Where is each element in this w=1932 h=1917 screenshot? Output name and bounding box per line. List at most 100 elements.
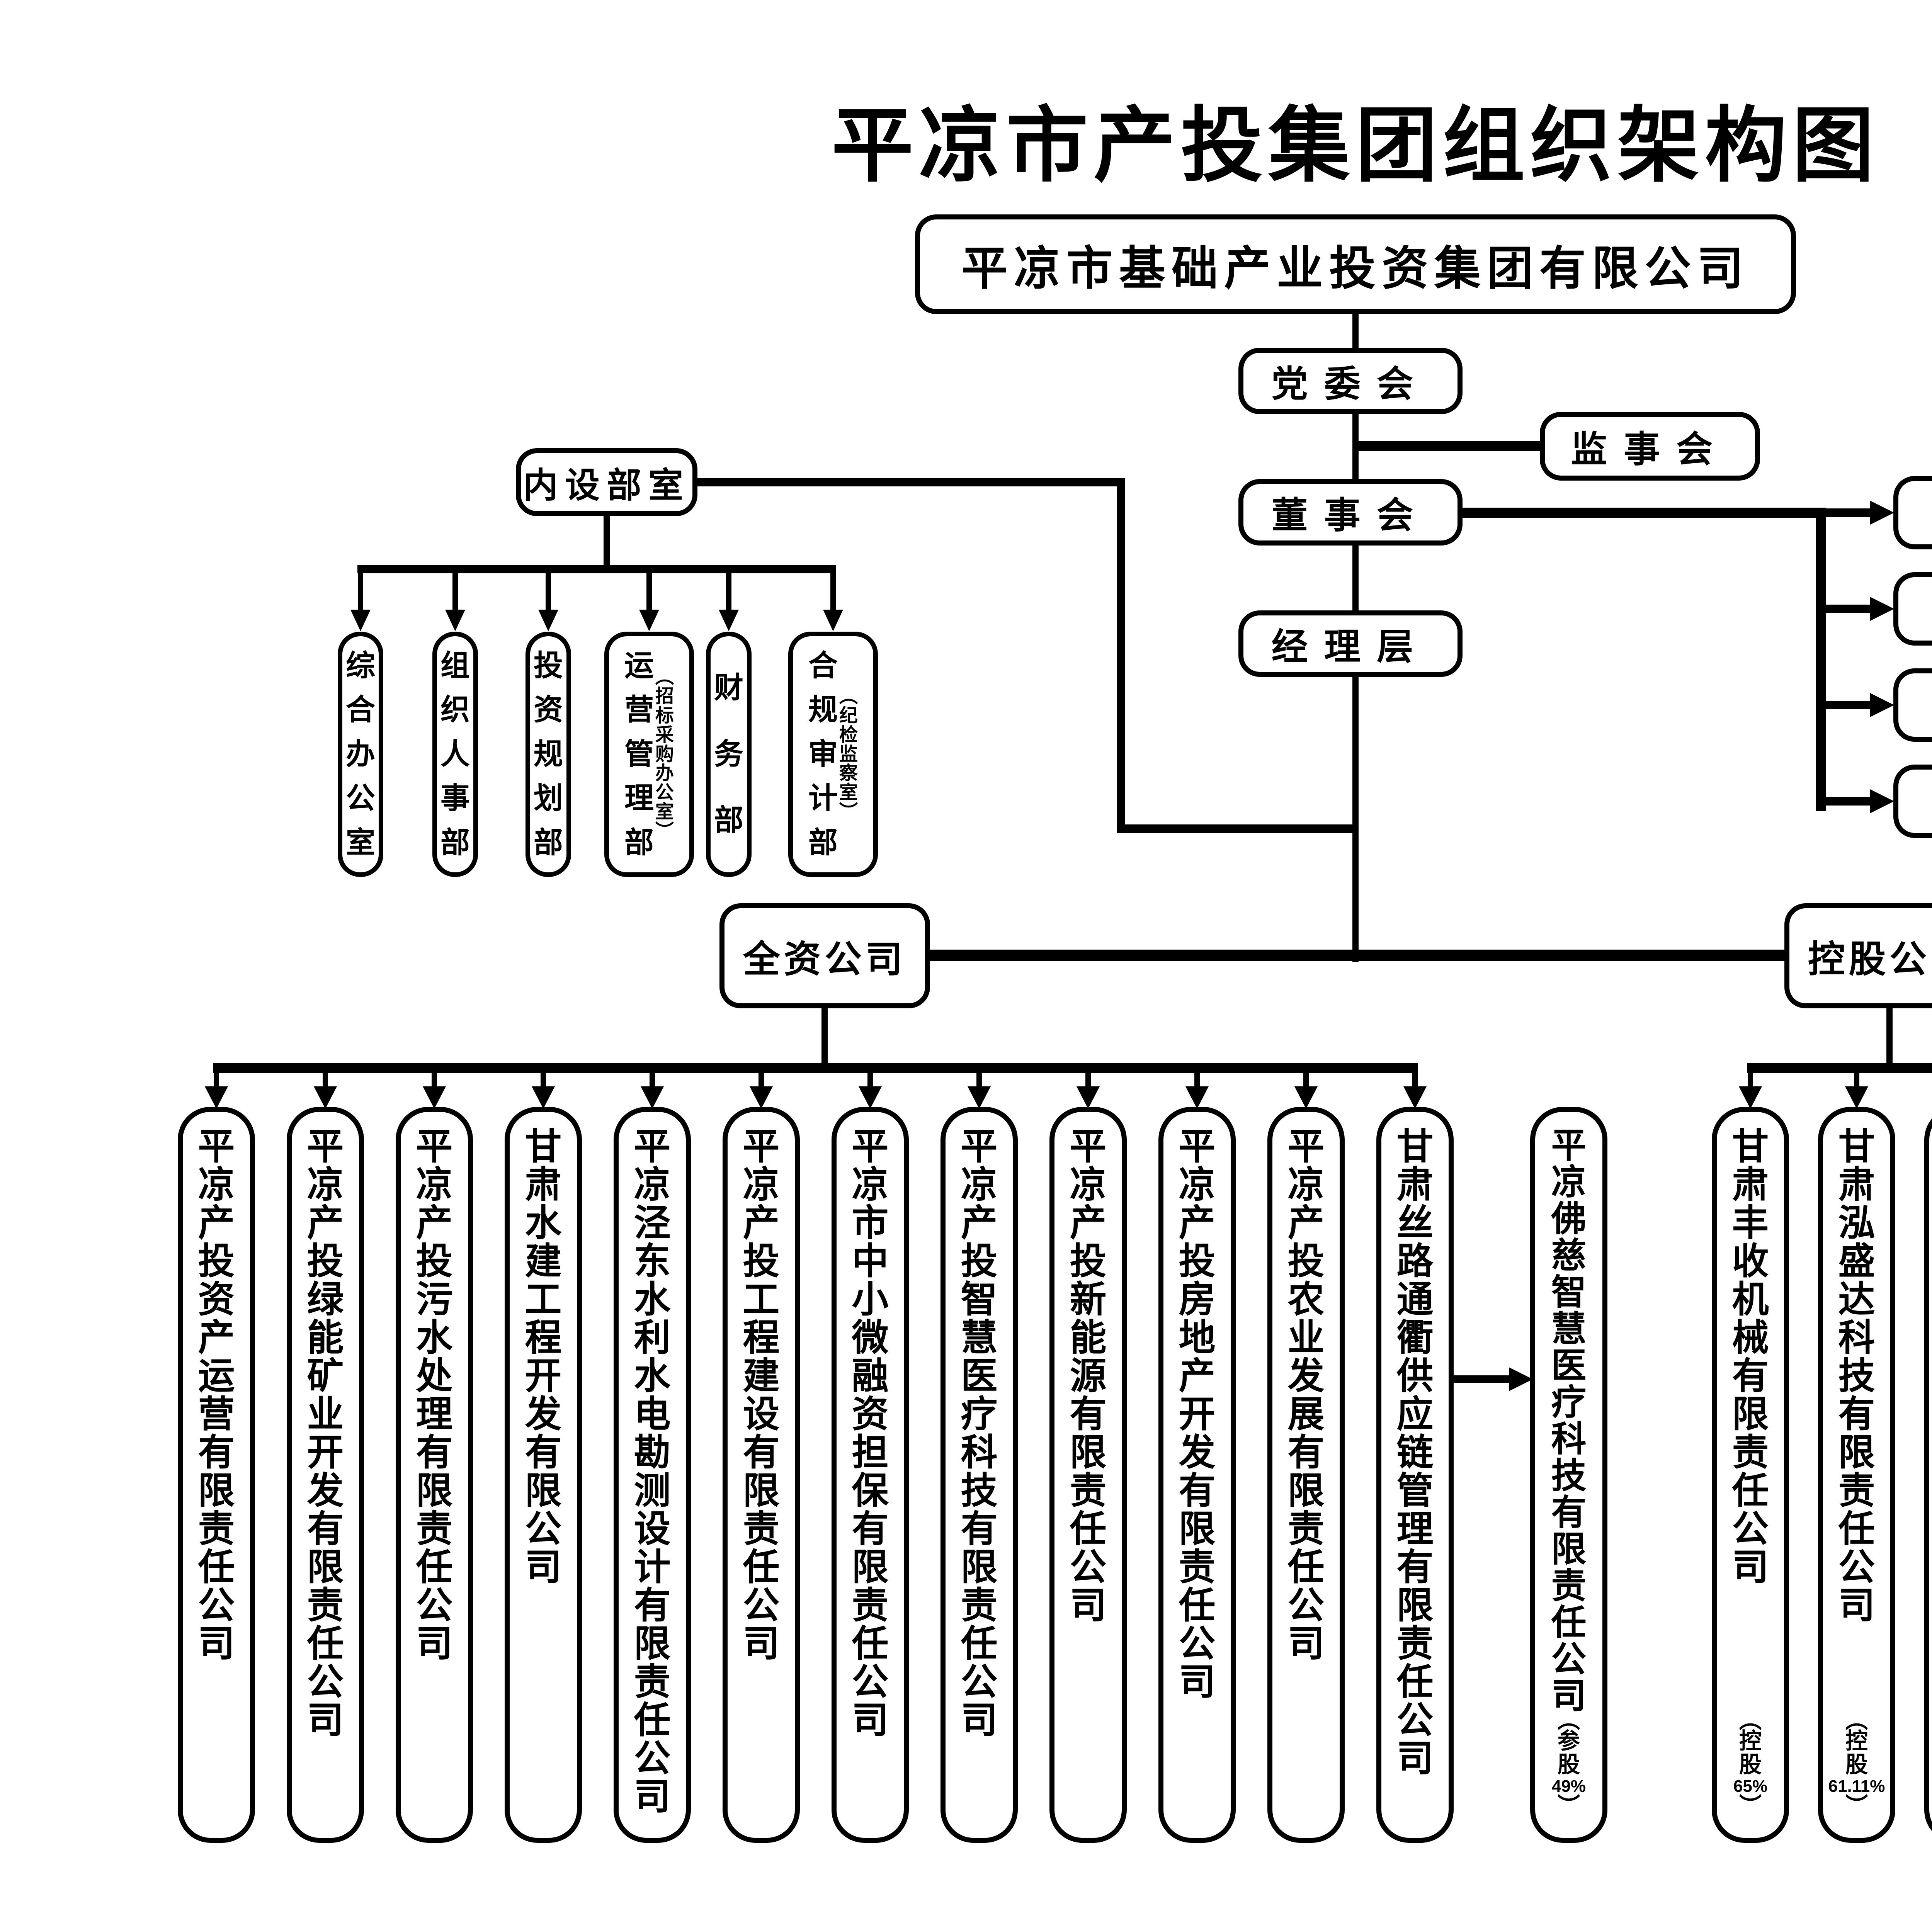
company-name: 甘肃丝路通衢供应链管理有限责任公司 — [1396, 1126, 1434, 1779]
connector-internal-drop — [604, 516, 610, 565]
company-name: 平凉佛慈智慧医疗科技有限责任公司 — [1551, 1126, 1587, 1716]
company-box: 平凉产投绿能矿业开发有限责任公司 — [287, 1107, 364, 1843]
company-box: 平凉产投工程建设有限责任公司 — [723, 1107, 800, 1843]
down-arrow-icon — [1185, 1086, 1209, 1109]
company-name: 平凉产投资产运营有限责任公司 — [198, 1126, 235, 1664]
right-arrow-icon — [1870, 501, 1894, 525]
down-arrow-icon — [350, 610, 371, 631]
down-arrow-icon — [538, 610, 558, 631]
company-box: 平凉产投新能源有限责任公司 — [1049, 1107, 1127, 1843]
management-layer-box: 经理层 — [1238, 610, 1463, 677]
down-arrow-icon — [1845, 1086, 1868, 1109]
company-box: 甘肃丝路通衢供应链管理有限责任公司 — [1376, 1107, 1454, 1843]
connector-mgmt-branch — [1352, 676, 1359, 962]
down-arrow-icon — [1403, 1086, 1427, 1109]
company-name: 平凉市中小微融资担保有限责任公司 — [852, 1126, 889, 1741]
company-name: 甘肃丰收机械有限责任公司 — [1732, 1126, 1769, 1588]
department-name: 财务部 — [714, 671, 743, 837]
department-drop-line — [646, 573, 652, 610]
committee-box-remuneration: 薪酬和考核委员会 — [1893, 668, 1932, 742]
connector-internal-elbow-bottom — [1117, 824, 1355, 833]
company-drop-line — [1748, 1073, 1753, 1089]
committee-arrow-line — [1826, 797, 1872, 806]
right-arrow-icon — [1870, 597, 1894, 621]
company-name: 平凉产投污水处理有限责任公司 — [416, 1126, 453, 1664]
down-arrow-icon — [859, 1086, 882, 1109]
connector-internal-elbow-top — [697, 478, 1125, 486]
company-box: 甘肃水建工程开发有限公司 — [505, 1107, 582, 1843]
company-name: 平凉市崆峒区泓源小额贷款有限责任公司 — [1929, 1128, 1932, 1712]
department-box: 运营管理部︵招标采购办公室︶ — [604, 632, 694, 877]
connector-root-party — [1352, 314, 1359, 349]
root-company-box: 平凉市基础产业投资集团有限公司 — [915, 214, 1796, 314]
company-drop-line — [1854, 1073, 1859, 1089]
company-name: 平凉产投智慧医疗科技有限责任公司 — [961, 1126, 998, 1741]
department-drop-line — [546, 573, 551, 610]
down-arrow-icon — [719, 610, 739, 631]
company-box: 平凉产投智慧医疗科技有限责任公司 — [940, 1107, 1018, 1843]
company-drop-line — [1412, 1073, 1418, 1089]
down-arrow-icon — [1077, 1086, 1100, 1109]
department-drop-line — [358, 573, 363, 610]
board-of-directors-box: 董事会 — [1238, 479, 1463, 546]
company-box: 平凉产投农业发展有限责任公司 — [1267, 1107, 1345, 1843]
department-subname: ︵纪检监察室︶ — [839, 686, 858, 823]
page-title: 平凉市产投集团组织架构图 — [832, 101, 1879, 192]
department-drop-line — [726, 573, 731, 610]
committee-arrow-line — [1826, 701, 1872, 709]
company-name: 平凉泾东水利水电勘测设计有限责任公司 — [634, 1126, 671, 1817]
company-box: 平凉市崆峒区泓源小额贷款有限责任公司︵控股55%︶ — [1924, 1107, 1932, 1843]
group-branch-line — [927, 950, 1932, 961]
company-drop-line — [759, 1073, 764, 1089]
company-drop-line — [1085, 1073, 1091, 1089]
department-box: 组织人事部 — [432, 632, 478, 877]
stake-annotation: ︵控股55%︶ — [1929, 1711, 1932, 1815]
company-drop-line — [214, 1073, 219, 1089]
company-drop-line — [867, 1073, 873, 1089]
connector-board-mgmt — [1352, 545, 1359, 612]
down-arrow-icon — [641, 1086, 664, 1109]
group-header-drop-line — [821, 1008, 828, 1063]
right-arrow-icon — [1870, 693, 1894, 717]
company-drop-line — [541, 1073, 546, 1089]
company-box: 平凉产投污水处理有限责任公司 — [396, 1107, 473, 1843]
company-drop-line — [1303, 1073, 1309, 1089]
group-rail — [213, 1063, 1418, 1073]
down-arrow-icon — [314, 1086, 337, 1109]
down-arrow-icon — [823, 610, 843, 631]
department-subname: ︵招标采购办公室︶ — [655, 666, 674, 842]
committee-box-audit-risk: 审计和风险委员会 — [1893, 765, 1932, 838]
department-name: 组织人事部 — [440, 649, 470, 859]
company-name: 甘肃水建工程开发有限公司 — [525, 1126, 562, 1588]
internal-departments-header-box: 内设部室 — [516, 448, 697, 516]
group-header-drop-line — [1886, 1008, 1893, 1063]
supervisory-board-box: 监事会 — [1540, 412, 1760, 481]
company-drop-line — [650, 1073, 655, 1089]
down-arrow-icon — [532, 1086, 555, 1109]
company-box: 平凉泾东水利水电勘测设计有限责任公司 — [614, 1107, 691, 1843]
down-arrow-icon — [445, 610, 465, 631]
connector-internal-elbow-vert — [1117, 478, 1125, 833]
company-box: 平凉产投资产运营有限责任公司 — [178, 1107, 255, 1843]
group-header-box: 控股公司 — [1784, 903, 1932, 1008]
company-name: 平凉产投绿能矿业开发有限责任公司 — [307, 1126, 344, 1741]
down-arrow-icon — [205, 1086, 228, 1109]
department-drop-line — [452, 573, 458, 610]
department-name: 运营管理部 — [624, 649, 654, 859]
committee-arrow-line — [1826, 605, 1872, 613]
committee-box-nomination: 提名委员会 — [1893, 572, 1932, 646]
group-rail — [1747, 1063, 1932, 1073]
company-name: 甘肃泓盛达科技有限责任公司 — [1838, 1126, 1875, 1626]
department-rail — [357, 565, 836, 573]
down-arrow-icon — [639, 610, 659, 631]
department-drop-line — [830, 573, 836, 610]
department-box: 综合办公室 — [338, 632, 383, 877]
company-box: 平凉产投房地产开发有限责任公司 — [1158, 1107, 1236, 1843]
company-name: 平凉产投工程建设有限责任公司 — [743, 1126, 780, 1664]
down-arrow-icon — [968, 1086, 991, 1109]
